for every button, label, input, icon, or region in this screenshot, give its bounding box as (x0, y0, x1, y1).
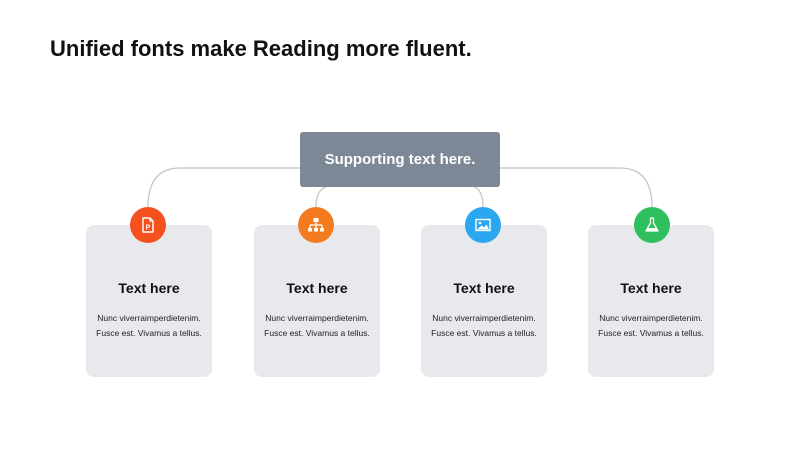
card-title: Text here (620, 280, 682, 296)
flask-icon (634, 207, 670, 243)
card-text-line: Nunc viverraimperdietenim. (432, 313, 536, 323)
org-chart-icon (298, 207, 334, 243)
card-text-line: Nunc viverraimperdietenim. (599, 313, 703, 323)
card-3: Text here Nunc viverraimperdietenim. Fus… (421, 225, 547, 377)
card-text-line: Fusce est. Vivamus a tellus. (431, 328, 537, 338)
card-text-line: Nunc viverraimperdietenim. (265, 313, 369, 323)
card-text-line: Nunc viverraimperdietenim. (97, 313, 201, 323)
connector-line-3 (473, 186, 484, 208)
card-body: Nunc viverraimperdietenim. Fusce est. Vi… (86, 311, 212, 341)
card-body: Nunc viverraimperdietenim. Fusce est. Vi… (254, 311, 380, 341)
card-title: Text here (286, 280, 348, 296)
svg-text:P: P (146, 225, 151, 232)
card-body: Nunc viverraimperdietenim. Fusce est. Vi… (588, 311, 714, 341)
slide-title: Unified fonts make Reading more fluent. (50, 36, 472, 61)
presentation-file-icon: P (130, 207, 166, 243)
card-body: Nunc viverraimperdietenim. Fusce est. Vi… (421, 311, 547, 341)
connector-line-2 (315, 186, 327, 208)
central-hub-box: Supporting text here. (300, 132, 500, 187)
card-title: Text here (118, 280, 180, 296)
hub-label: Supporting text here. (324, 151, 476, 168)
card-1: Text here Nunc viverraimperdietenim. Fus… (86, 225, 212, 377)
card-text-line: Fusce est. Vivamus a tellus. (264, 328, 370, 338)
card-text-line: Fusce est. Vivamus a tellus. (96, 328, 202, 338)
connector-line-4 (500, 167, 653, 208)
card-title: Text here (453, 280, 515, 296)
card-2: Text here Nunc viverraimperdietenim. Fus… (254, 225, 380, 377)
card-4: Text here Nunc viverraimperdietenim. Fus… (588, 225, 714, 377)
image-icon (465, 207, 501, 243)
connector-line-1 (147, 167, 300, 208)
card-text-line: Fusce est. Vivamus a tellus. (598, 328, 704, 338)
